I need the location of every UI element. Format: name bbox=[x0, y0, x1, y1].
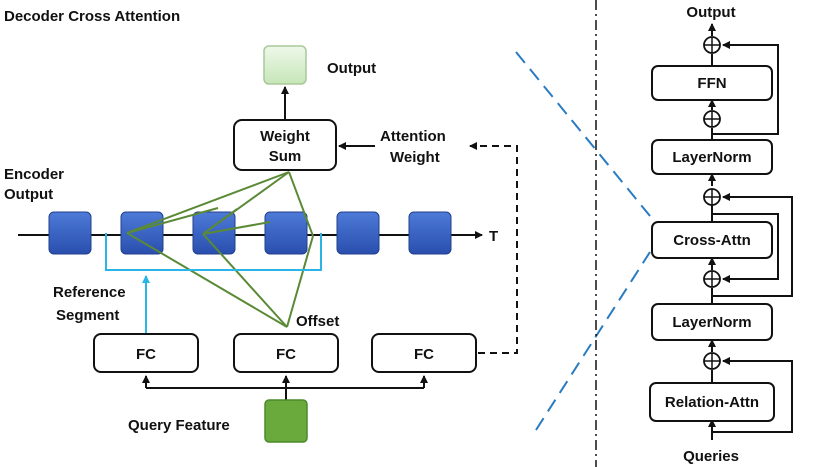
encoder-block bbox=[264, 211, 308, 255]
encoder-output-label-line1: Encoder bbox=[4, 166, 64, 183]
attention-weight-label-line1: Attention bbox=[380, 128, 446, 145]
offset-label: Offset bbox=[296, 313, 339, 330]
weight-sum-label-line1: Weight bbox=[260, 128, 310, 145]
encoder-block bbox=[408, 211, 452, 255]
output-label: Output bbox=[327, 60, 376, 77]
queries-label: Queries bbox=[683, 448, 739, 465]
encoder-output-label-line2: Output bbox=[4, 186, 53, 203]
residual-relation bbox=[712, 357, 793, 433]
encoder-block bbox=[48, 211, 92, 255]
attention-weight-label-line2: Weight bbox=[390, 149, 440, 166]
attention-lines bbox=[126, 171, 314, 328]
query-feature-box bbox=[264, 399, 308, 443]
relation-attn-box bbox=[649, 382, 775, 422]
add-node bbox=[703, 36, 721, 54]
attention-weight-dashed-path bbox=[469, 142, 518, 354]
ffn-box bbox=[651, 65, 773, 101]
panel-title: Decoder Cross Attention bbox=[4, 8, 180, 25]
zoom-line-bottom bbox=[535, 251, 651, 431]
layernorm-top-label: LayerNorm bbox=[672, 149, 751, 166]
add-node bbox=[703, 188, 721, 206]
query-feature-label: Query Feature bbox=[128, 417, 230, 434]
fc-box-offset bbox=[233, 333, 339, 373]
cross-attn-label: Cross-Attn bbox=[673, 232, 751, 249]
reference-segment-label-line2: Segment bbox=[56, 307, 119, 324]
time-axis-label: T bbox=[489, 228, 498, 245]
ffn-label: FFN bbox=[697, 75, 726, 92]
fc-label-offset: FC bbox=[276, 346, 296, 363]
fc-box-reference bbox=[93, 333, 199, 373]
add-node bbox=[703, 270, 721, 288]
layernorm-bottom-box bbox=[651, 303, 773, 341]
reference-segment-label-line1: Reference bbox=[53, 284, 126, 301]
residual-ffn bbox=[712, 41, 779, 135]
fc-box-attention bbox=[371, 333, 477, 373]
output-box bbox=[263, 45, 307, 85]
residual-cross-attn bbox=[712, 213, 779, 283]
fc-label-reference: FC bbox=[136, 346, 156, 363]
relation-attn-label: Relation-Attn bbox=[665, 394, 759, 411]
layernorm-top-box bbox=[651, 139, 773, 175]
layernorm-bottom-label: LayerNorm bbox=[672, 314, 751, 331]
zoom-line-top bbox=[515, 51, 651, 217]
weight-sum-label-line2: Sum bbox=[269, 148, 302, 165]
residual-cross-attn-ffn bbox=[712, 193, 793, 297]
add-node bbox=[703, 110, 721, 128]
reference-segment-bracket bbox=[105, 233, 322, 271]
cross-attn-box bbox=[651, 221, 773, 259]
encoder-block bbox=[336, 211, 380, 255]
fc-label-attention: FC bbox=[414, 346, 434, 363]
add-node bbox=[703, 352, 721, 370]
decoder-output-label: Output bbox=[686, 4, 735, 21]
